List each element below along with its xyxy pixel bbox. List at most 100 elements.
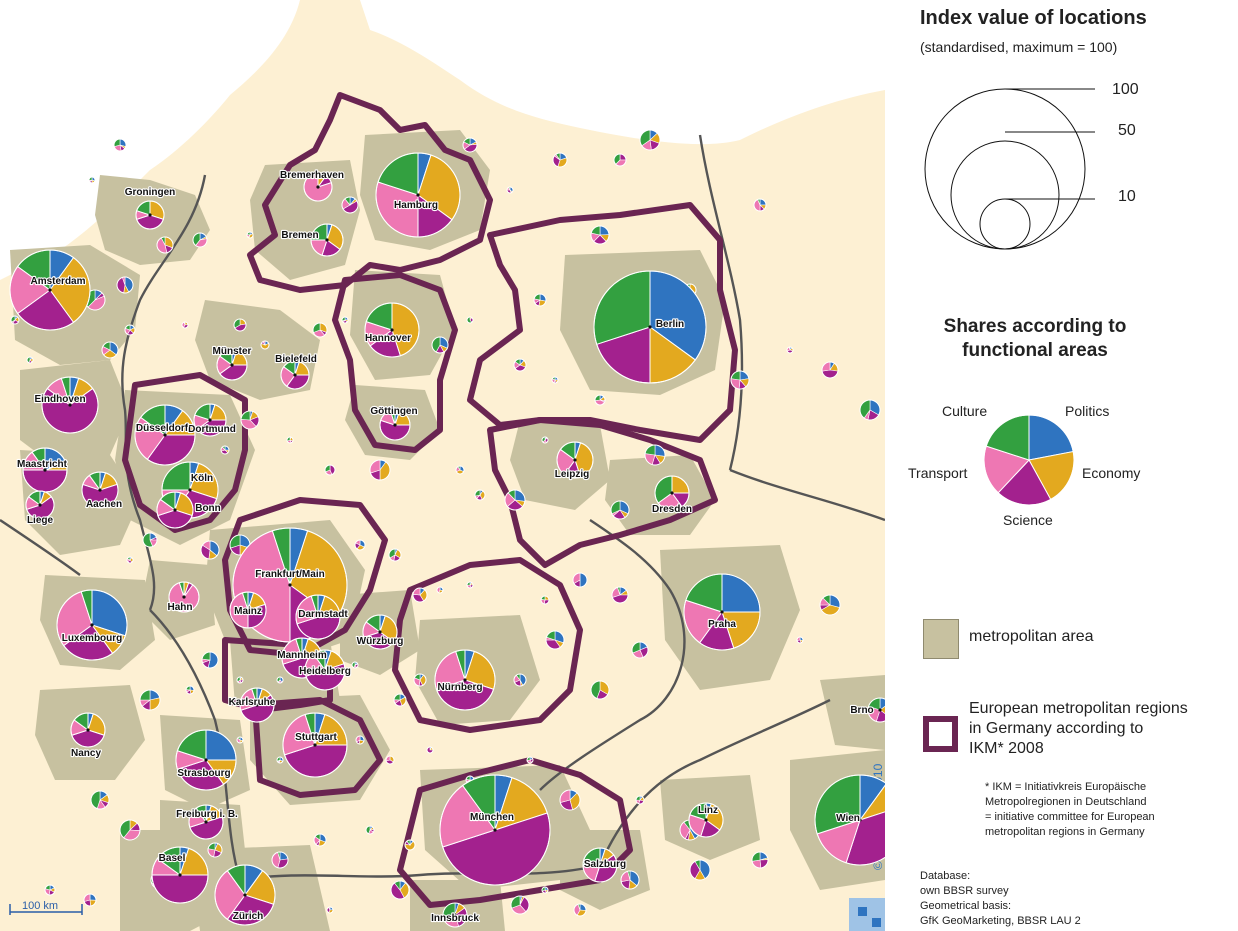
minor-location-pie-88 bbox=[313, 833, 327, 847]
minor-location-pie-96-outline bbox=[83, 893, 97, 907]
location-pie-innsbruck bbox=[442, 902, 468, 928]
minor-location-pie-21-outline bbox=[260, 340, 270, 350]
minor-location-pie-49 bbox=[200, 540, 220, 560]
index-legend-title: Index value of locations bbox=[920, 7, 1147, 29]
location-pie-karlsruhe bbox=[239, 687, 275, 723]
city-label-n-rnberg: Nürnberg bbox=[438, 682, 483, 693]
minor-location-pie-8 bbox=[552, 152, 568, 168]
location-pie-amsterdam bbox=[9, 249, 91, 331]
minor-location-pie-53-outline bbox=[412, 587, 428, 603]
location-pie-hamburg bbox=[375, 152, 461, 238]
location-pie-brno-slice-economy bbox=[879, 705, 885, 715]
minor-location-pie-42-outline bbox=[504, 489, 526, 511]
minor-location-pie-9-outline bbox=[613, 153, 627, 167]
minor-location-pie-18 bbox=[116, 276, 134, 294]
location-pie-m-nchen bbox=[439, 774, 551, 886]
minor-location-pie-99 bbox=[510, 895, 530, 915]
location-pie-mainz-outline bbox=[229, 591, 267, 629]
location-pie-m-nster bbox=[216, 349, 248, 381]
minor-location-pie-65-outline bbox=[513, 673, 527, 687]
minor-location-pie-22 bbox=[312, 322, 328, 338]
minor-location-pie-27 bbox=[551, 376, 559, 384]
minor-location-pie-100-outline bbox=[573, 903, 587, 917]
city-point-wien bbox=[858, 818, 862, 822]
location-pie-m-nchen-outline bbox=[439, 774, 551, 886]
minor-location-pie-57 bbox=[572, 572, 588, 588]
minor-location-pie-32 bbox=[786, 346, 794, 354]
minor-location-pie-88-outline bbox=[313, 833, 327, 847]
size-label-50: 50 bbox=[1118, 122, 1136, 139]
minor-location-pie-36-outline bbox=[240, 410, 260, 430]
border-cz-pl bbox=[729, 468, 885, 522]
city-label-z-rich: Zürich bbox=[233, 911, 264, 922]
minor-location-pie-55 bbox=[466, 581, 474, 589]
location-pie-praha-outline bbox=[683, 573, 761, 651]
location-pie-m-nster-outline bbox=[216, 349, 248, 381]
city-label-strasbourg: Strasbourg bbox=[177, 768, 230, 779]
city-point-hannover bbox=[390, 328, 394, 332]
minor-location-pie-33 bbox=[821, 361, 839, 379]
minor-location-pie-22-outline bbox=[312, 322, 328, 338]
region-stuttgart bbox=[252, 697, 383, 798]
city-label-stuttgart: Stuttgart bbox=[295, 732, 337, 743]
minor-location-pie-4-outline bbox=[246, 231, 254, 239]
region-hannover bbox=[332, 272, 458, 453]
minor-location-pie-33-outline bbox=[821, 361, 839, 379]
city-label-basel: Basel bbox=[159, 853, 186, 864]
location-pie-liege bbox=[25, 490, 55, 520]
city-point-bremen bbox=[325, 238, 329, 242]
minor-location-pie-93-outline bbox=[689, 859, 711, 881]
location-pie-n-rnberg bbox=[434, 649, 496, 711]
minor-location-pie-98 bbox=[390, 880, 410, 900]
minor-location-pie-14-outline bbox=[10, 315, 20, 325]
location-pie-w-rzburg bbox=[362, 614, 398, 650]
city-label-m-nster: Münster bbox=[213, 346, 252, 357]
location-pie-bremen-outline bbox=[310, 223, 344, 257]
minor-location-pie-75 bbox=[355, 735, 365, 745]
minor-location-pie-61 bbox=[276, 676, 284, 684]
city-point-liege bbox=[38, 503, 42, 507]
city-label-m-nchen: München bbox=[470, 812, 514, 823]
index-legend-subtitle: (standardised, maximum = 100) bbox=[920, 39, 1118, 55]
shares-legend-pie bbox=[983, 414, 1075, 506]
location-pie-eindhoven-outline bbox=[41, 376, 99, 434]
city-label-bremen: Bremen bbox=[281, 230, 318, 241]
location-pie-d-sseldorf bbox=[134, 404, 196, 466]
minor-location-pie-46-outline bbox=[644, 444, 666, 466]
location-pie-wien-slice-economy bbox=[858, 784, 885, 821]
minor-location-pie-12 bbox=[124, 324, 136, 336]
minor-location-pie-94-outline bbox=[751, 851, 769, 869]
city-point-maastricht bbox=[43, 468, 47, 472]
city-label-salzburg: Salzburg bbox=[584, 859, 626, 870]
location-pie-hannover-outline bbox=[364, 302, 420, 358]
city-label-mannheim: Mannheim bbox=[277, 650, 327, 661]
scale-bar: 100 km bbox=[9, 900, 83, 915]
minor-location-pie-42 bbox=[504, 489, 526, 511]
minor-location-pie-70 bbox=[819, 594, 841, 616]
location-pie-hamburg-outline bbox=[375, 152, 461, 238]
minor-location-pie-6-outline bbox=[462, 137, 478, 153]
city-label-berlin: Berlin bbox=[656, 319, 684, 330]
city-point-linz bbox=[704, 818, 708, 822]
city-label-bonn: Bonn bbox=[195, 503, 221, 514]
minor-location-pie-37-outline bbox=[286, 436, 294, 444]
minor-location-pie-79 bbox=[526, 756, 534, 764]
minor-location-pie-21 bbox=[260, 340, 270, 350]
minor-location-pie-67 bbox=[590, 680, 610, 700]
city-point-groningen bbox=[148, 213, 152, 217]
minor-location-pie-98-outline bbox=[390, 880, 410, 900]
size-circle-10 bbox=[979, 198, 1031, 250]
minor-location-pie-71-outline bbox=[139, 689, 161, 711]
minor-location-pie-31 bbox=[730, 370, 750, 390]
minor-location-pie-43-outline bbox=[541, 436, 549, 444]
minor-location-pie-91 bbox=[541, 886, 549, 894]
city-point-d-sseldorf bbox=[163, 433, 167, 437]
footnote-line1: * IKM = Initiativkreis Europäische bbox=[985, 781, 1147, 793]
shares-legend-title-line1: Shares according to bbox=[943, 316, 1127, 337]
city-point-dortmund bbox=[208, 418, 212, 422]
minor-location-pie-69 bbox=[796, 636, 804, 644]
shares-label-science: Science bbox=[1003, 512, 1053, 528]
location-pie-maastricht bbox=[22, 447, 68, 493]
minor-location-pie-25 bbox=[466, 316, 474, 324]
minor-location-pie-9 bbox=[613, 153, 627, 167]
